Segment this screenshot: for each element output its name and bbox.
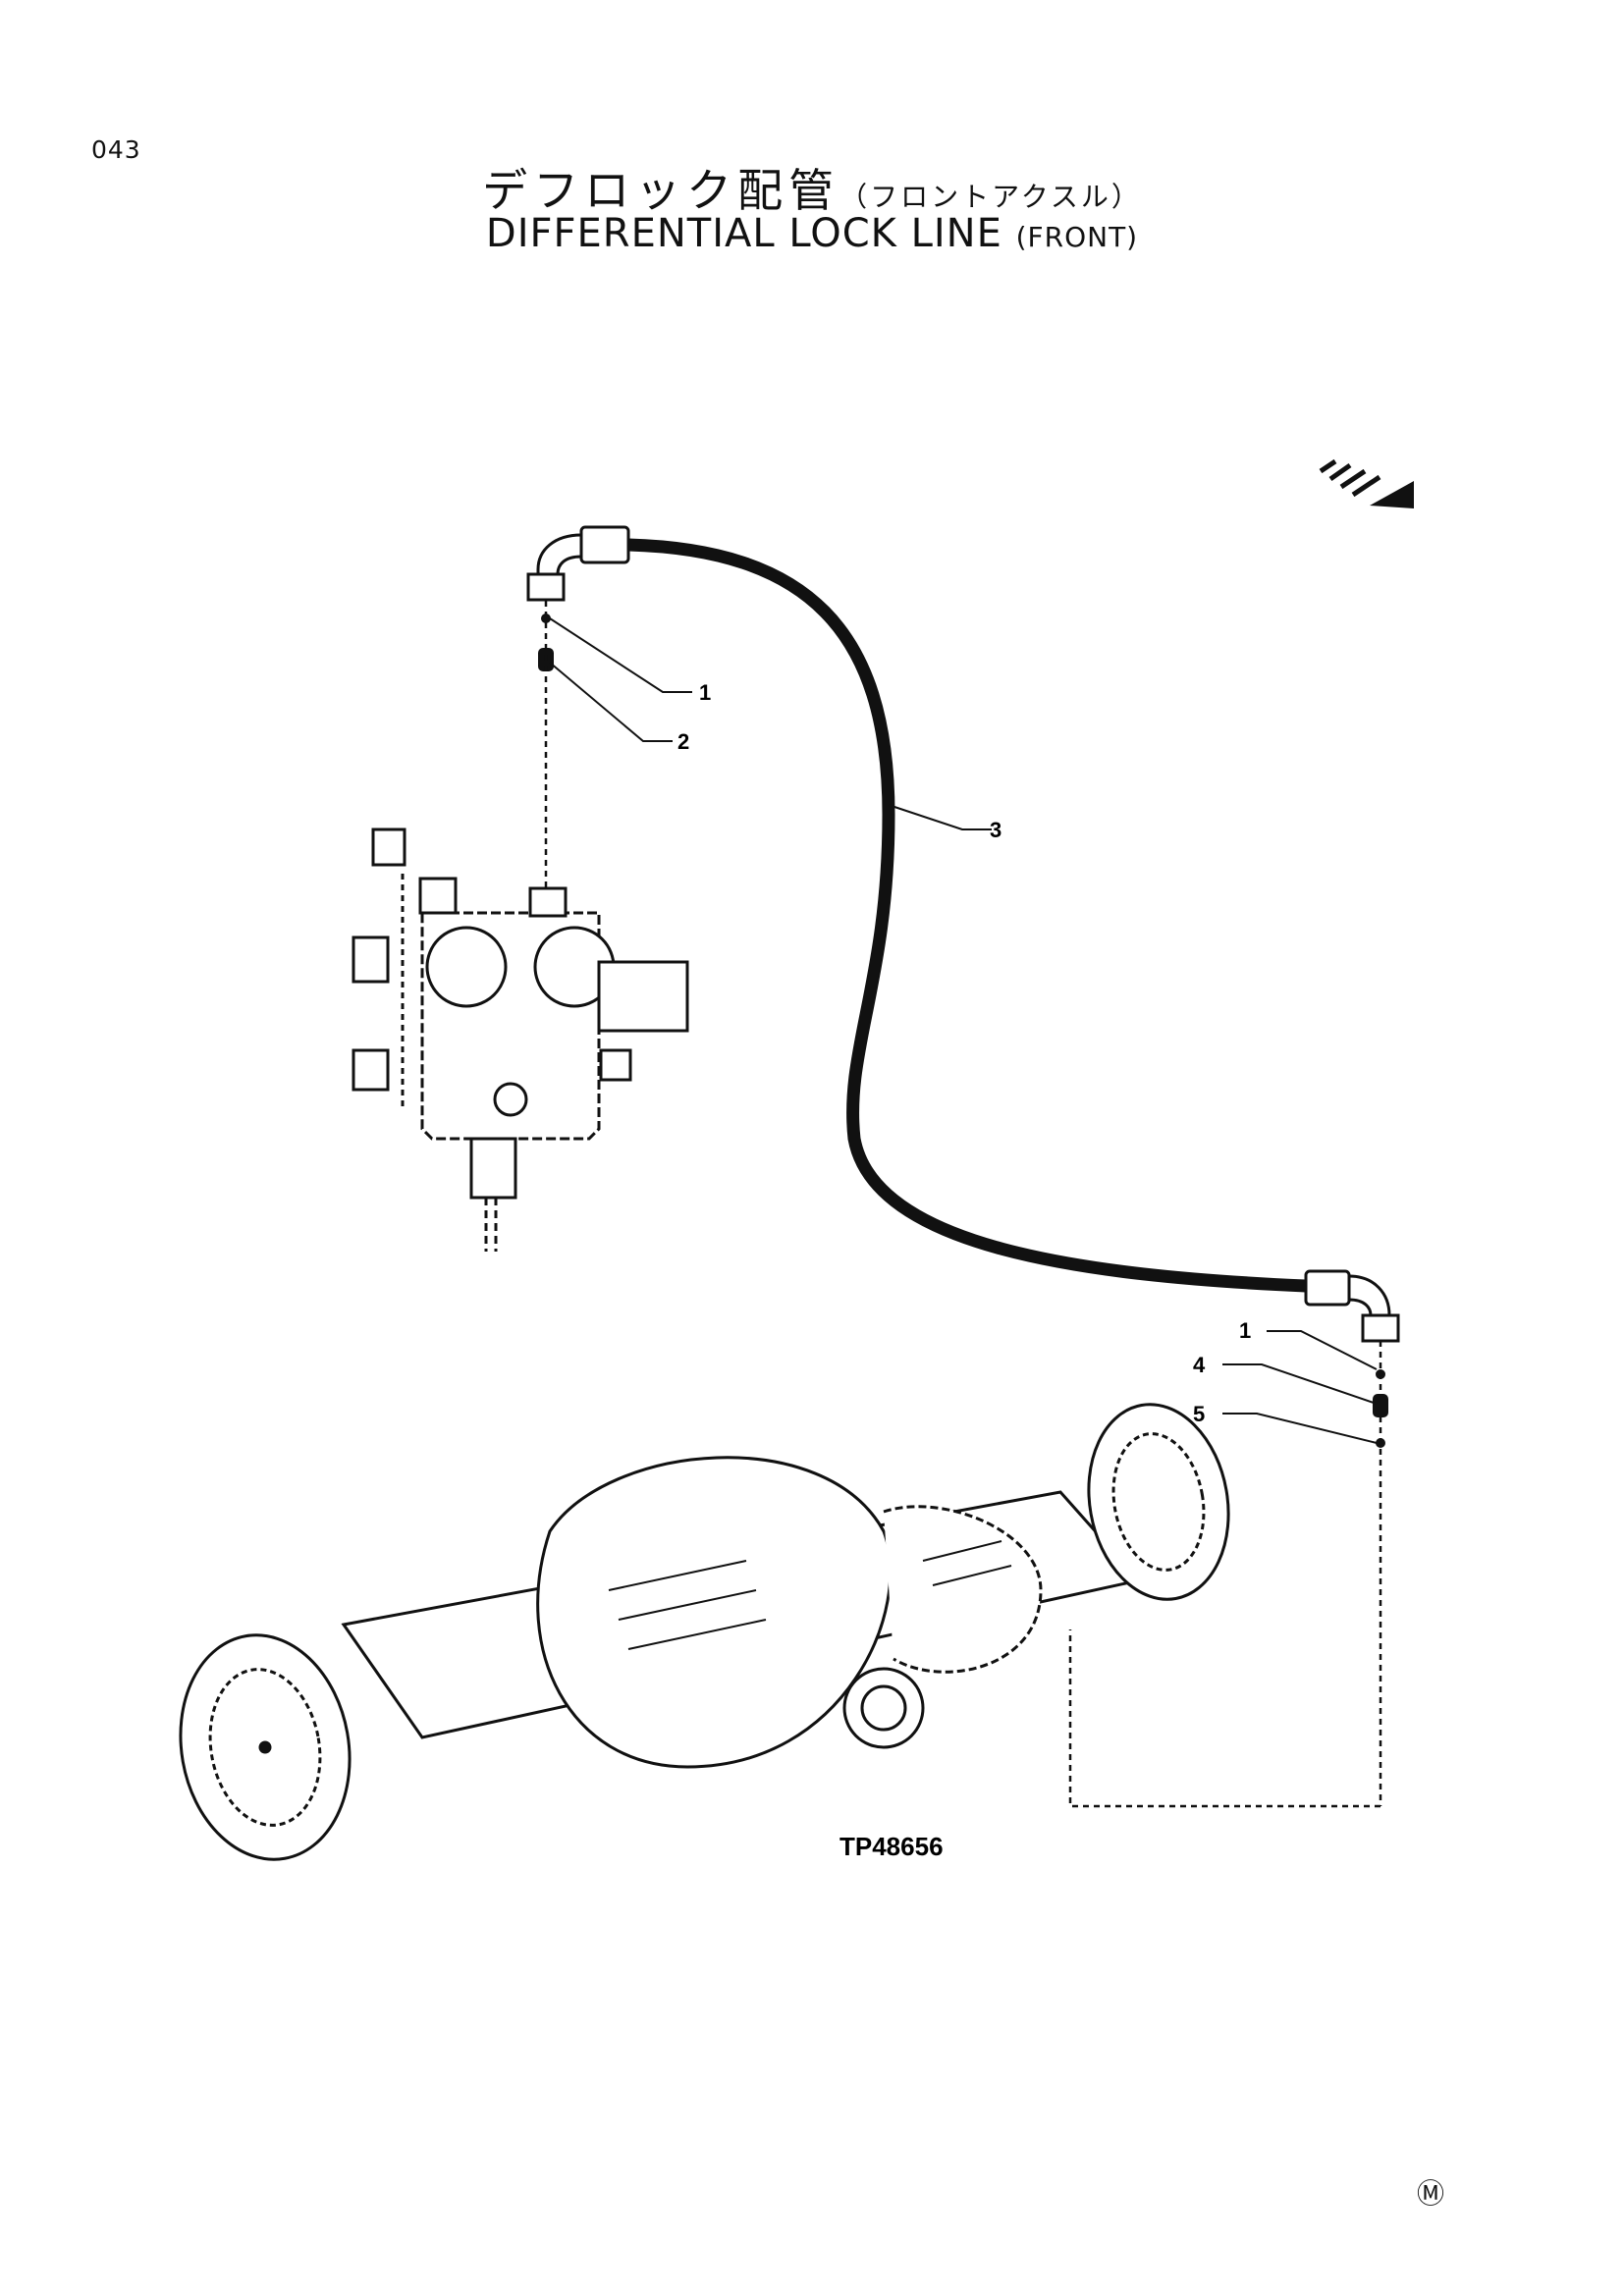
callout-1b: 1 — [1239, 1318, 1251, 1343]
title-japanese: デフロック配管（フロントアクスル） — [0, 155, 1624, 220]
title-jp-sub: （フロントアクスル） — [839, 181, 1142, 213]
callout-1a: 1 — [699, 680, 711, 705]
front-direction-arrow-icon — [1319, 458, 1414, 508]
bottom-fitting-group — [1068, 1341, 1388, 1808]
title-en-sub: (FRONT) — [1015, 221, 1139, 253]
leader-lines — [549, 617, 1378, 1444]
corner-mark: Ⓜ — [1417, 2177, 1445, 2210]
callout-4: 4 — [1193, 1353, 1206, 1377]
title-en-main: DIFFERENTIAL LOCK LINE — [485, 211, 1002, 256]
title-english: DIFFERENTIAL LOCK LINE (FRONT) — [0, 211, 1624, 256]
callout-2: 2 — [677, 729, 689, 754]
callout-3: 3 — [990, 818, 1001, 842]
top-seal-and-adapter — [538, 601, 554, 913]
hose-assembly — [526, 525, 1400, 1343]
callout-5: 5 — [1193, 1402, 1205, 1426]
valve-block — [352, 828, 689, 1252]
figure-reference: TP48656 — [839, 1832, 944, 1861]
page-number: 043 — [91, 135, 141, 164]
front-axle — [179, 1403, 1230, 1861]
title-jp-main: デフロック配管 — [482, 164, 840, 217]
